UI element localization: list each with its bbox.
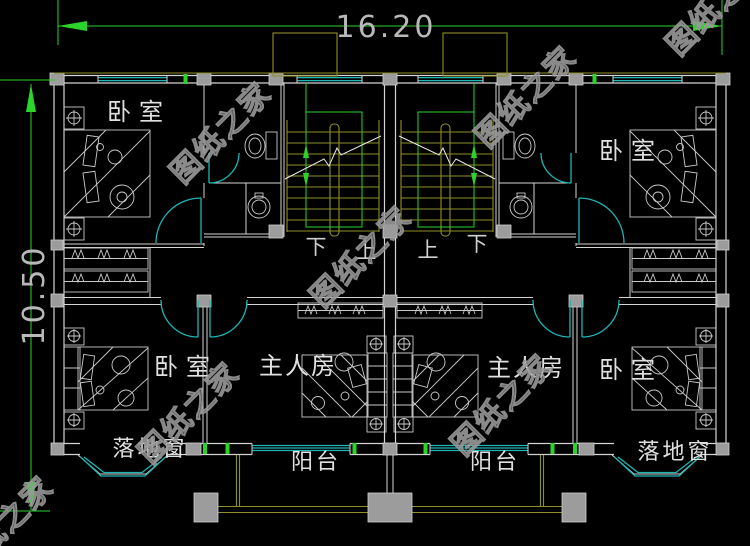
label-french-window-right: 落地窗	[637, 439, 712, 464]
party-wall	[367, 72, 413, 523]
watermark-text: 图纸之家	[0, 470, 60, 546]
label-french-window-left: 落地窗	[112, 436, 187, 461]
dimension-width-label: 16.20	[336, 10, 437, 45]
dimension-left: 10.50	[0, 79, 55, 512]
watermark-text: 图纸之家	[660, 0, 750, 62]
watermark-text: 图纸之家	[164, 76, 279, 191]
label-balcony-left: 阳台	[291, 449, 341, 474]
dimension-height-label: 10.50	[17, 245, 52, 346]
roof-projections	[54, 32, 726, 77]
label-bedroom-bottom-left: 卧室	[154, 354, 218, 381]
label-master-left: 主人房	[259, 353, 337, 380]
stair-direction-labels: 下 上 上 下	[306, 233, 488, 263]
label-master-right: 主人房	[487, 355, 565, 382]
label-stair-right-up: 上	[418, 239, 439, 262]
watermark-text: 图纸之家	[469, 40, 584, 155]
label-stair-right-down: 下	[467, 233, 488, 256]
label-bedroom-bottom-right: 卧室	[599, 357, 663, 384]
dimension-top: 16.20	[57, 0, 723, 55]
label-stair-left-down: 下	[306, 236, 327, 259]
label-bedroom-top-left: 卧室	[107, 99, 171, 126]
room-labels: 卧室 卧室 卧室 卧室 主人房 主人房 阳台 阳台 落地窗 落地窗	[107, 99, 712, 474]
label-stair-left-up: 上	[356, 240, 377, 263]
label-balcony-right: 阳台	[470, 449, 520, 474]
label-bedroom-top-right: 卧室	[599, 138, 663, 165]
